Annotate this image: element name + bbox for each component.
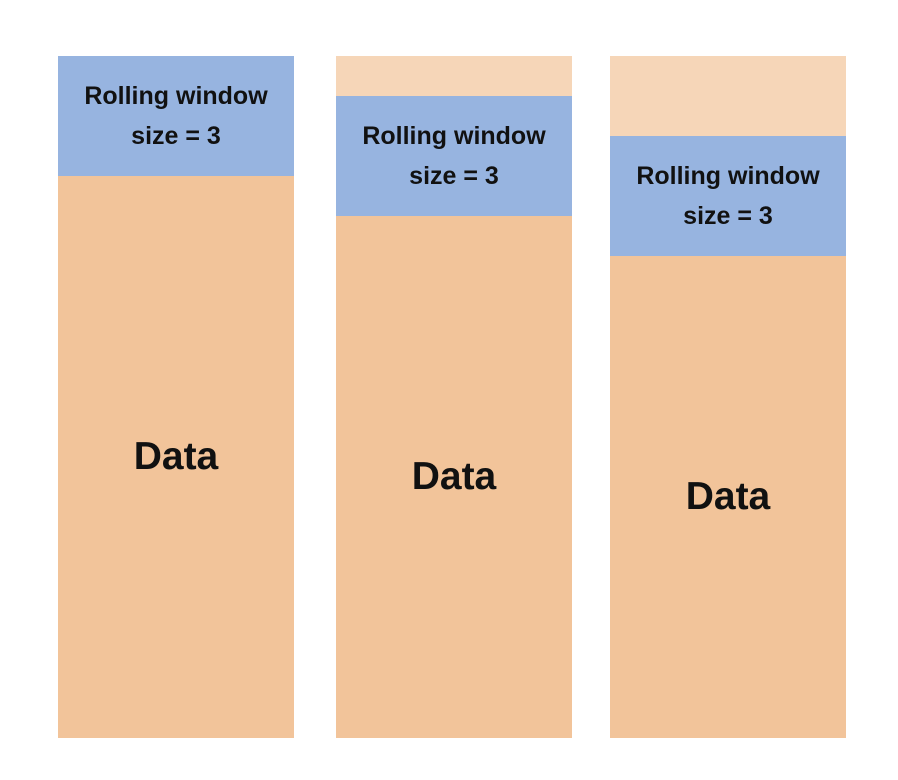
- rolling-window-box: Rolling window size = 3: [610, 136, 846, 256]
- data-column-3: Rolling window size = 3 Data: [610, 56, 846, 738]
- data-label: Data: [133, 435, 219, 478]
- rolling-window-size: size = 3: [409, 162, 499, 190]
- data-block: Data: [610, 256, 846, 738]
- processed-segment: [336, 56, 572, 96]
- rolling-window-label: Rolling window: [636, 162, 820, 190]
- data-block: Data: [336, 216, 572, 738]
- processed-segment: [610, 56, 846, 136]
- rolling-window-label: Rolling window: [84, 82, 268, 110]
- data-column-1: Rolling window size = 3 Data: [58, 56, 294, 738]
- data-column-2: Rolling window size = 3 Data: [336, 56, 572, 738]
- data-label: Data: [411, 455, 497, 498]
- data-label: Data: [685, 475, 771, 518]
- rolling-window-box: Rolling window size = 3: [336, 96, 572, 216]
- rolling-window-size: size = 3: [683, 202, 773, 230]
- data-block: Data: [58, 176, 294, 738]
- rolling-window-box: Rolling window size = 3: [58, 56, 294, 176]
- rolling-window-label: Rolling window: [362, 122, 546, 150]
- rolling-window-size: size = 3: [131, 122, 221, 150]
